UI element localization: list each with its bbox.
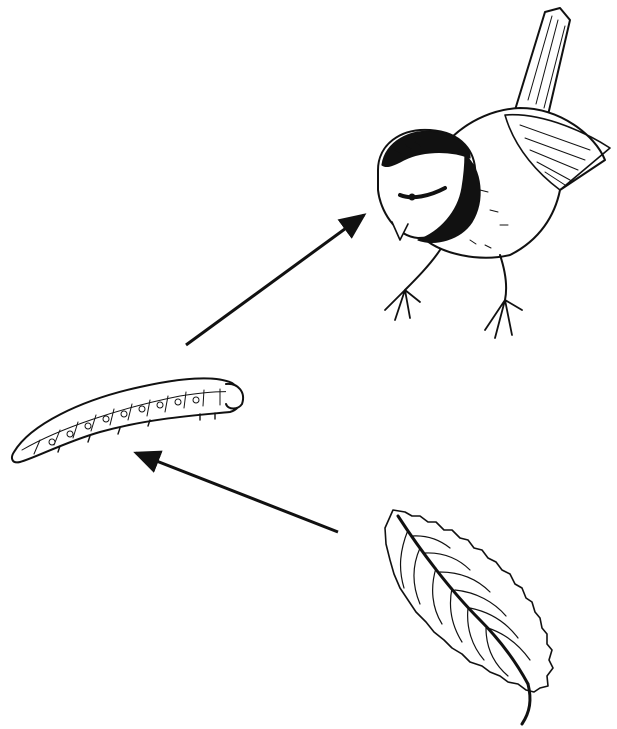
bird-icon <box>378 8 610 338</box>
arrow-leaf-to-caterpillar <box>136 453 338 532</box>
leaf-icon <box>385 510 553 724</box>
arrow-caterpillar-to-bird <box>186 215 364 345</box>
caterpillar-icon <box>12 378 243 462</box>
